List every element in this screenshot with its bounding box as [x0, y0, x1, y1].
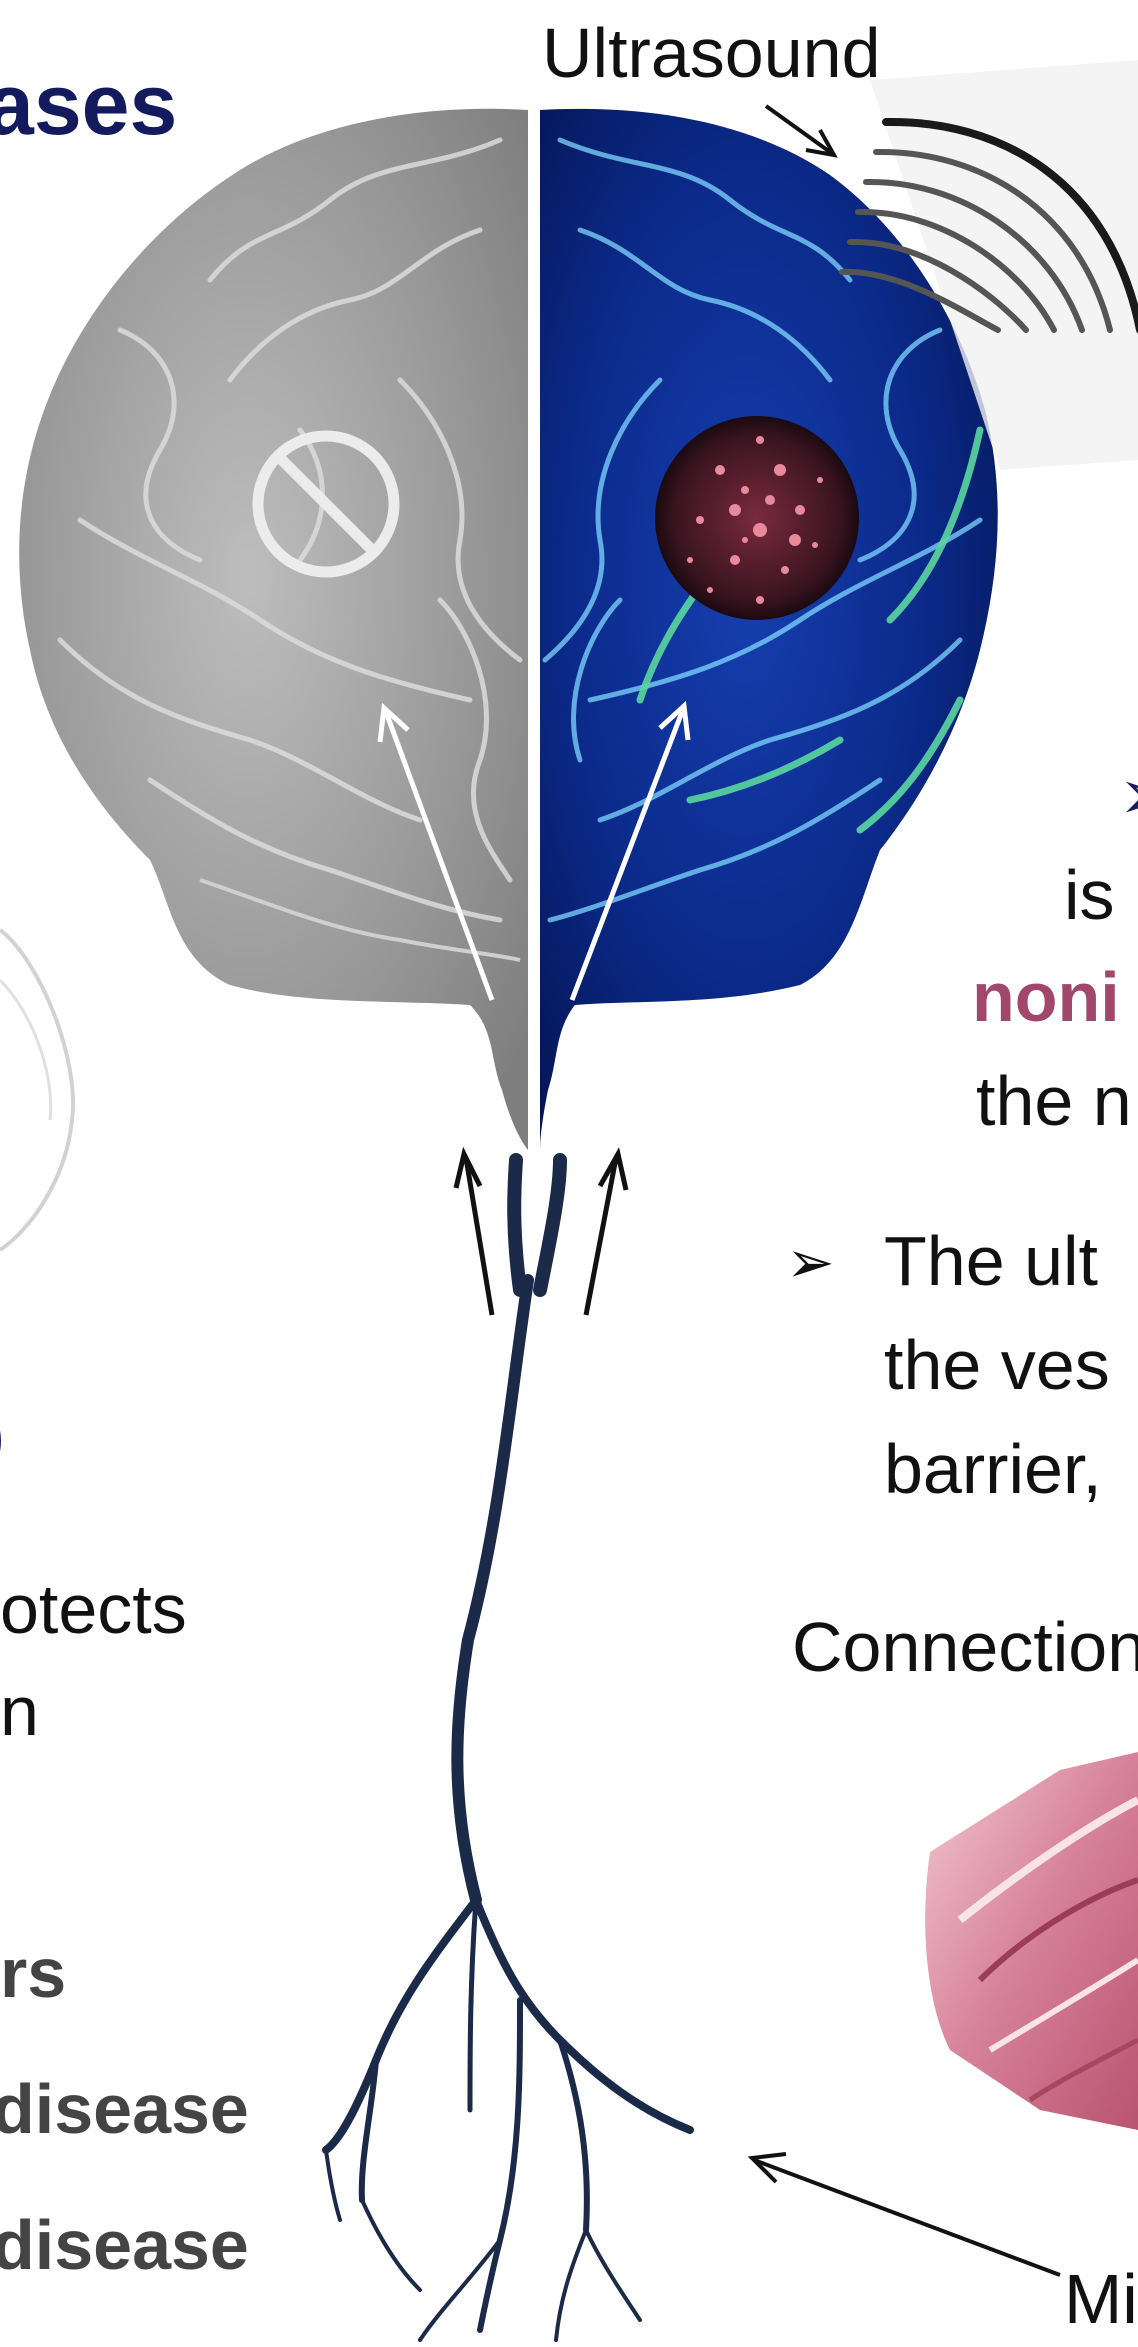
- bullet-glyph-top: ➢: [1118, 760, 1138, 830]
- background-sketch: [0, 980, 51, 1120]
- brain-right-hemisphere: [540, 109, 998, 1150]
- left-text-otects: otects: [0, 1574, 187, 1644]
- left-text-n: n: [0, 1676, 39, 1746]
- text-line-barrier: barrier,: [884, 1434, 1102, 1504]
- left-text-disease-2: disease: [0, 2210, 249, 2280]
- black-arrow-left: [456, 1154, 492, 1315]
- left-text-rs: rs: [0, 1938, 66, 2008]
- microbubble-label: Mi: [1064, 2264, 1138, 2334]
- text-line-the-ult: The ult: [884, 1226, 1098, 1296]
- text-line-noni: noni: [972, 962, 1120, 1032]
- left-text-disease-1: disease: [0, 2074, 249, 2144]
- drug-particle-sphere: [655, 416, 859, 620]
- brain-left-hemisphere: [19, 109, 528, 1150]
- left-blue-fragment: ): [0, 1400, 5, 1470]
- background-sketch: [0, 930, 73, 1250]
- hemisphere-divider: [530, 100, 540, 1160]
- text-line-the-n: the n: [976, 1066, 1132, 1136]
- bullet-glyph: ➢: [786, 1234, 835, 1292]
- text-line-the-ves: the ves: [884, 1330, 1110, 1400]
- text-line-connection: Connection: [792, 1612, 1138, 1682]
- neuron-illustration: [326, 1160, 690, 2340]
- microbubble-arrow: [752, 2154, 1060, 2275]
- blood-vessel-illustration: [925, 1752, 1138, 2130]
- text-line-is: is: [1064, 860, 1115, 930]
- black-arrow-right: [586, 1154, 626, 1315]
